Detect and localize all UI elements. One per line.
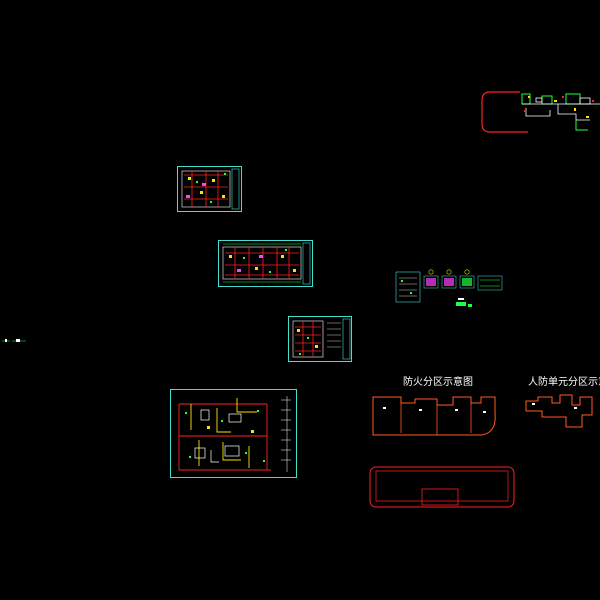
left-note-graphic: [2, 339, 26, 342]
site-outline-diagram: [369, 466, 515, 508]
fire-zone-label: 防火分区示意图: [403, 377, 473, 388]
floor-plan-drawing: [222, 242, 311, 285]
basement-plan-drawing: [178, 396, 291, 472]
detail-drawings: [395, 269, 503, 307]
sheet-plan-basement[interactable]: [170, 389, 297, 478]
sheet-plan-mid[interactable]: [288, 316, 352, 362]
sheet-plan-small-top[interactable]: [177, 166, 242, 212]
civil-defense-zone-diagram: [525, 394, 593, 428]
floor-plan-drawing: [292, 318, 351, 360]
sheet-detail-group[interactable]: [395, 268, 506, 310]
sheet-plan-wide[interactable]: [218, 240, 313, 287]
floor-plan-drawing: [181, 168, 240, 210]
fire-zone-diagram: [372, 396, 496, 436]
top-right-fragment: [481, 91, 600, 133]
civil-defense-zone-label: 人防单元分区示意图: [528, 377, 600, 388]
